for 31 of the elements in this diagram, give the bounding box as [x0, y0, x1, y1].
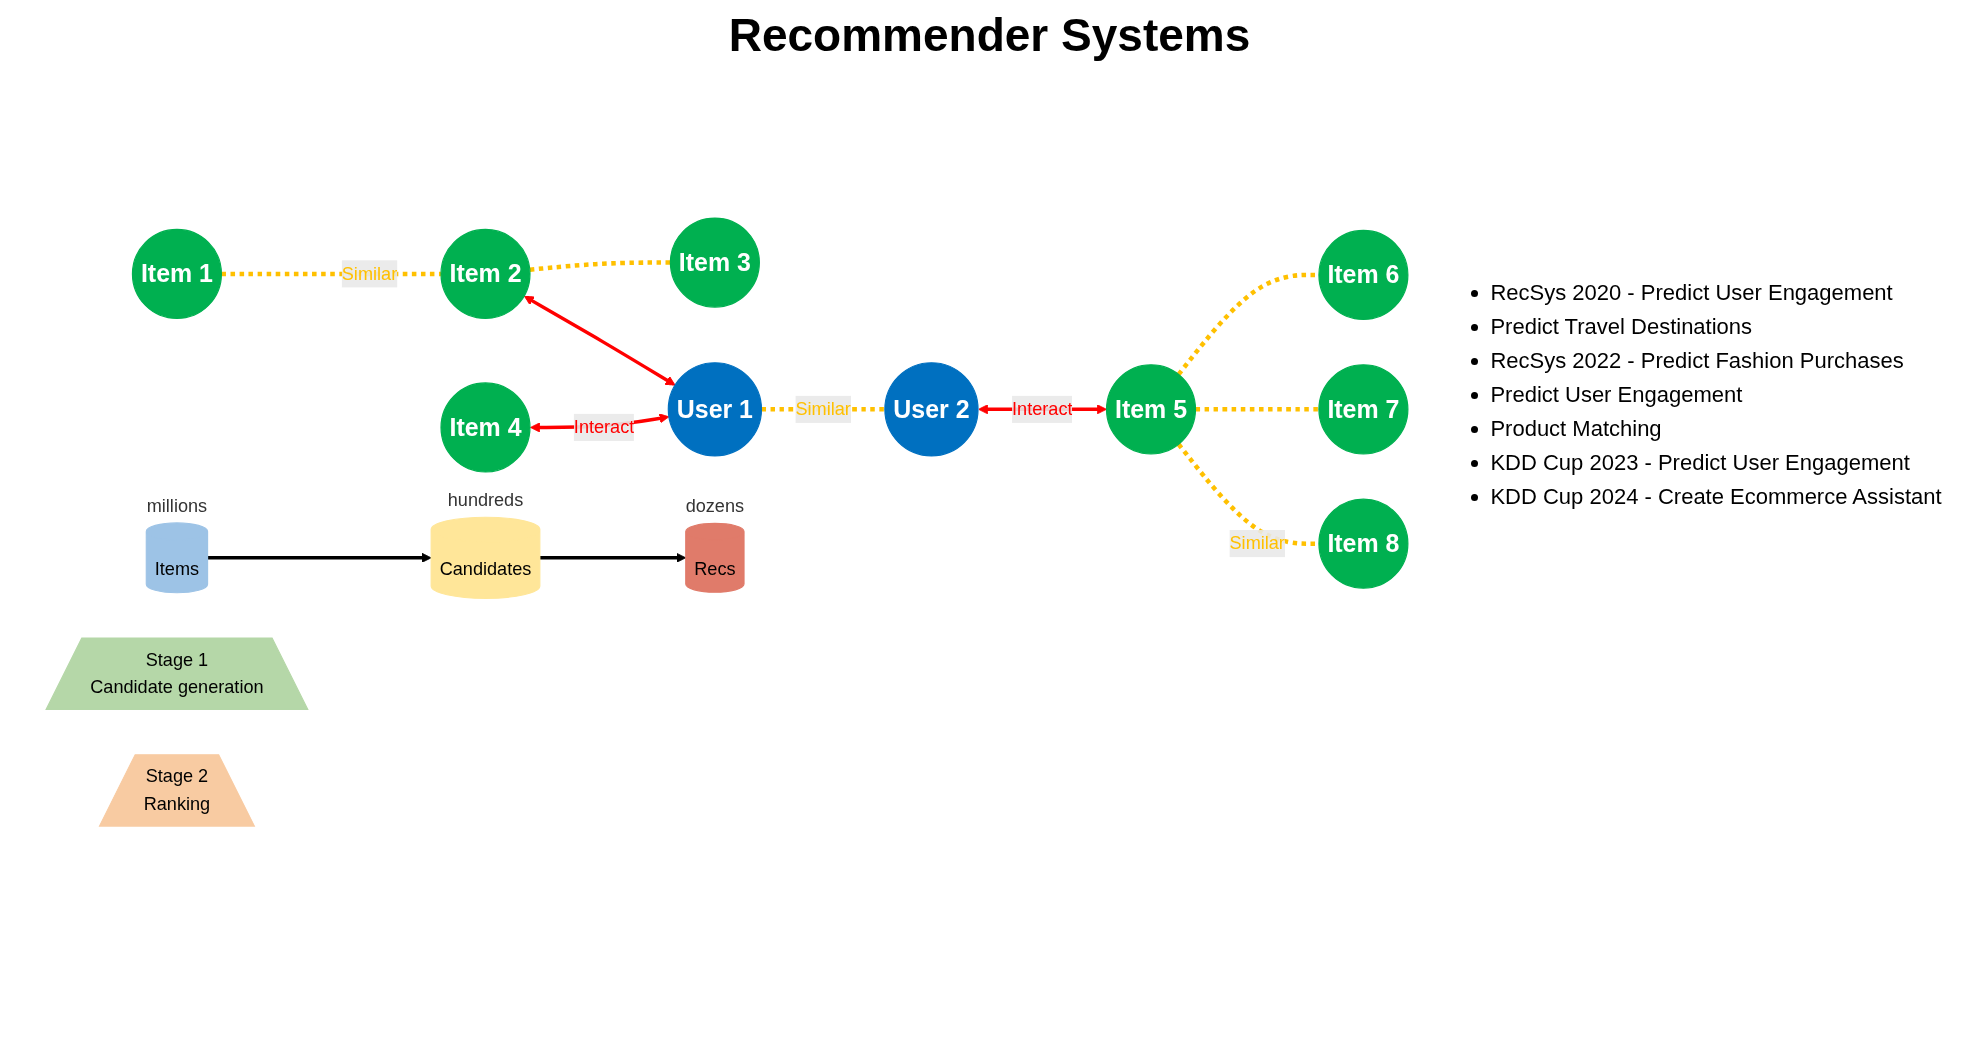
node-circle: Item 8 — [1318, 498, 1409, 589]
node-circle: Item 1 — [132, 228, 223, 319]
arrow — [208, 552, 432, 563]
edge-label: Similar — [342, 263, 398, 283]
bullet-text: Predict User Engagement — [1490, 382, 1743, 408]
node-circle: User 2 — [884, 362, 980, 457]
connector — [1195, 406, 1320, 412]
bullet-text: RecSys 2022 - Predict Fashion Purchases — [1490, 348, 1904, 374]
node-circle: Item 3 — [670, 217, 761, 308]
edge-label: Similar — [795, 399, 852, 419]
quantity-label: dozens — [686, 495, 745, 516]
bullet-text: Product Matching — [1490, 416, 1662, 442]
node-circle: Item 4 — [440, 382, 531, 473]
bullet-text: Predict Travel Destinations — [1490, 314, 1753, 340]
arrow — [540, 552, 687, 563]
node-circle: User 1 — [668, 362, 763, 457]
node-circle: Item 6 — [1318, 229, 1409, 320]
bullet-text: KDD Cup 2024 - Create Ecommerce Assistant — [1490, 484, 1942, 510]
title: Recommender Systems — [727, 8, 1252, 62]
quantity-label: hundreds — [448, 489, 524, 510]
bullet-text: KDD Cup 2023 - Predict User Engagement — [1490, 450, 1910, 476]
bullet-text: RecSys 2020 - Predict User Engagement — [1490, 280, 1893, 306]
arrow — [524, 295, 676, 386]
edge-label: Interact — [1012, 399, 1073, 419]
connector — [530, 260, 671, 272]
node-circle: Item 7 — [1318, 364, 1409, 455]
node-circle: Item 2 — [440, 228, 531, 319]
quantity-label: millions — [147, 495, 208, 516]
node-circle: Item 5 — [1106, 364, 1197, 455]
edge-label: Interact — [574, 417, 635, 437]
edge-label: Similar — [1229, 533, 1286, 553]
